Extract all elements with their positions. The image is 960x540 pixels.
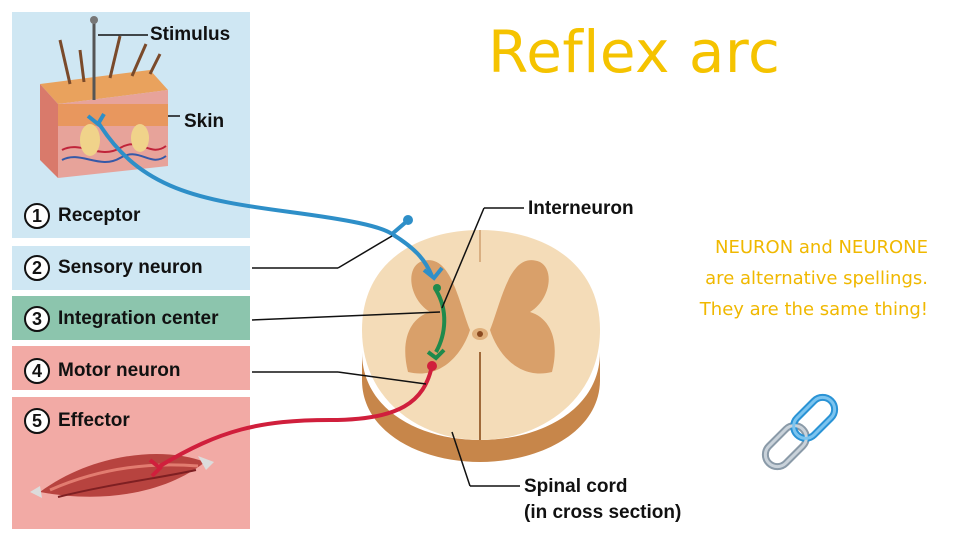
step-number: 4 <box>24 358 50 384</box>
integration-center-panel <box>12 296 250 340</box>
motor-neuron-panel <box>12 346 250 390</box>
stimulus-pin <box>90 16 148 100</box>
skin-label: Skin <box>184 111 225 132</box>
note-line: are alternative spellings. <box>705 268 928 289</box>
note-line: NEURON and NEURONE <box>715 237 928 258</box>
leader-lines <box>251 207 524 487</box>
spinal-cord <box>362 230 600 462</box>
step-number: 1 <box>24 203 50 229</box>
spelling-note: NEURON and NEURONE are alternative spell… <box>636 232 928 325</box>
step-motor-neuron: 4 Motor neuron <box>24 356 180 386</box>
step-receptor: 1 Receptor <box>24 201 140 231</box>
sensory-neuron-panel <box>12 246 250 290</box>
skin-block <box>40 35 168 178</box>
step-integration-center: 3 Integration center <box>24 304 218 334</box>
spinal-cord-label: Spinal cord <box>524 476 628 497</box>
sensory-neuron-path <box>96 120 434 277</box>
step-label: Receptor <box>58 205 141 226</box>
interneuron-path <box>434 288 447 353</box>
step-label: Sensory neuron <box>58 257 203 278</box>
step-number: 3 <box>24 306 50 332</box>
stimulus-label: Stimulus <box>150 24 231 45</box>
step-label: Effector <box>58 410 130 431</box>
chain-link-icon <box>761 393 839 471</box>
step-sensory-neuron: 2 Sensory neuron <box>24 253 203 283</box>
muscle-effector <box>30 453 214 498</box>
interneuron-label: Interneuron <box>528 198 634 219</box>
spinal-cord-sublabel: (in cross section) <box>524 502 682 523</box>
page-title: Reflex arc <box>488 18 781 86</box>
step-number: 2 <box>24 255 50 281</box>
note-line: They are the same thing! <box>699 299 928 320</box>
step-effector: 5 Effector <box>24 406 130 436</box>
step-label: Integration center <box>58 308 219 329</box>
step-number: 5 <box>24 408 50 434</box>
motor-neuron-path <box>158 365 434 468</box>
step-label: Motor neuron <box>58 360 181 381</box>
